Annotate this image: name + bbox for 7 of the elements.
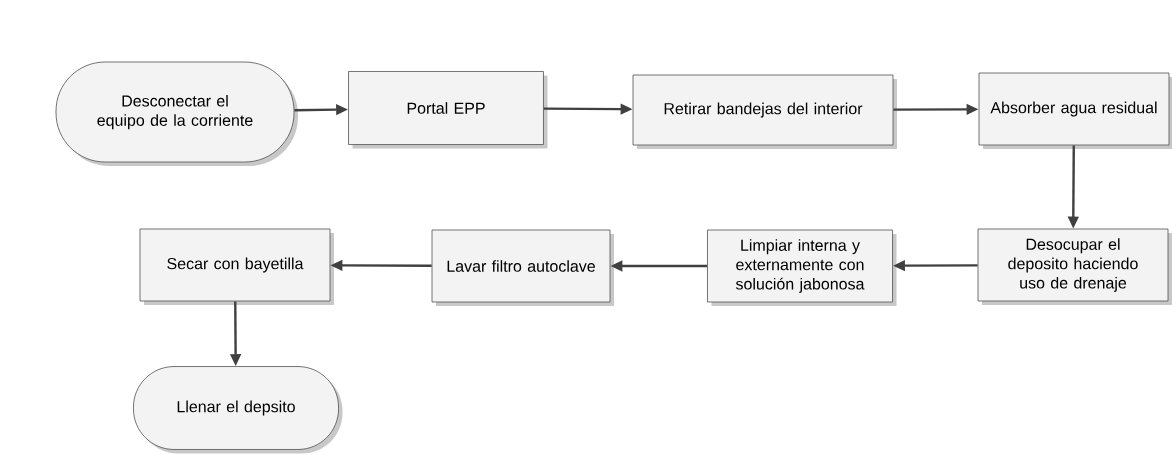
process-box: Absorber agua residual (978, 72, 1172, 149)
process-box: Limpiar interna y externamente con solución jabonosa (707, 229, 897, 306)
process-box: Portal EPP (348, 71, 548, 149)
process-box: Secar con bayetilla (139, 228, 334, 305)
process-box: Retirar bandejas del interior (632, 74, 897, 149)
process-box: Lavar filtro autoclave (431, 229, 614, 306)
process-box: Desocupar el deposito haciendo uso de drenaje (977, 228, 1172, 305)
